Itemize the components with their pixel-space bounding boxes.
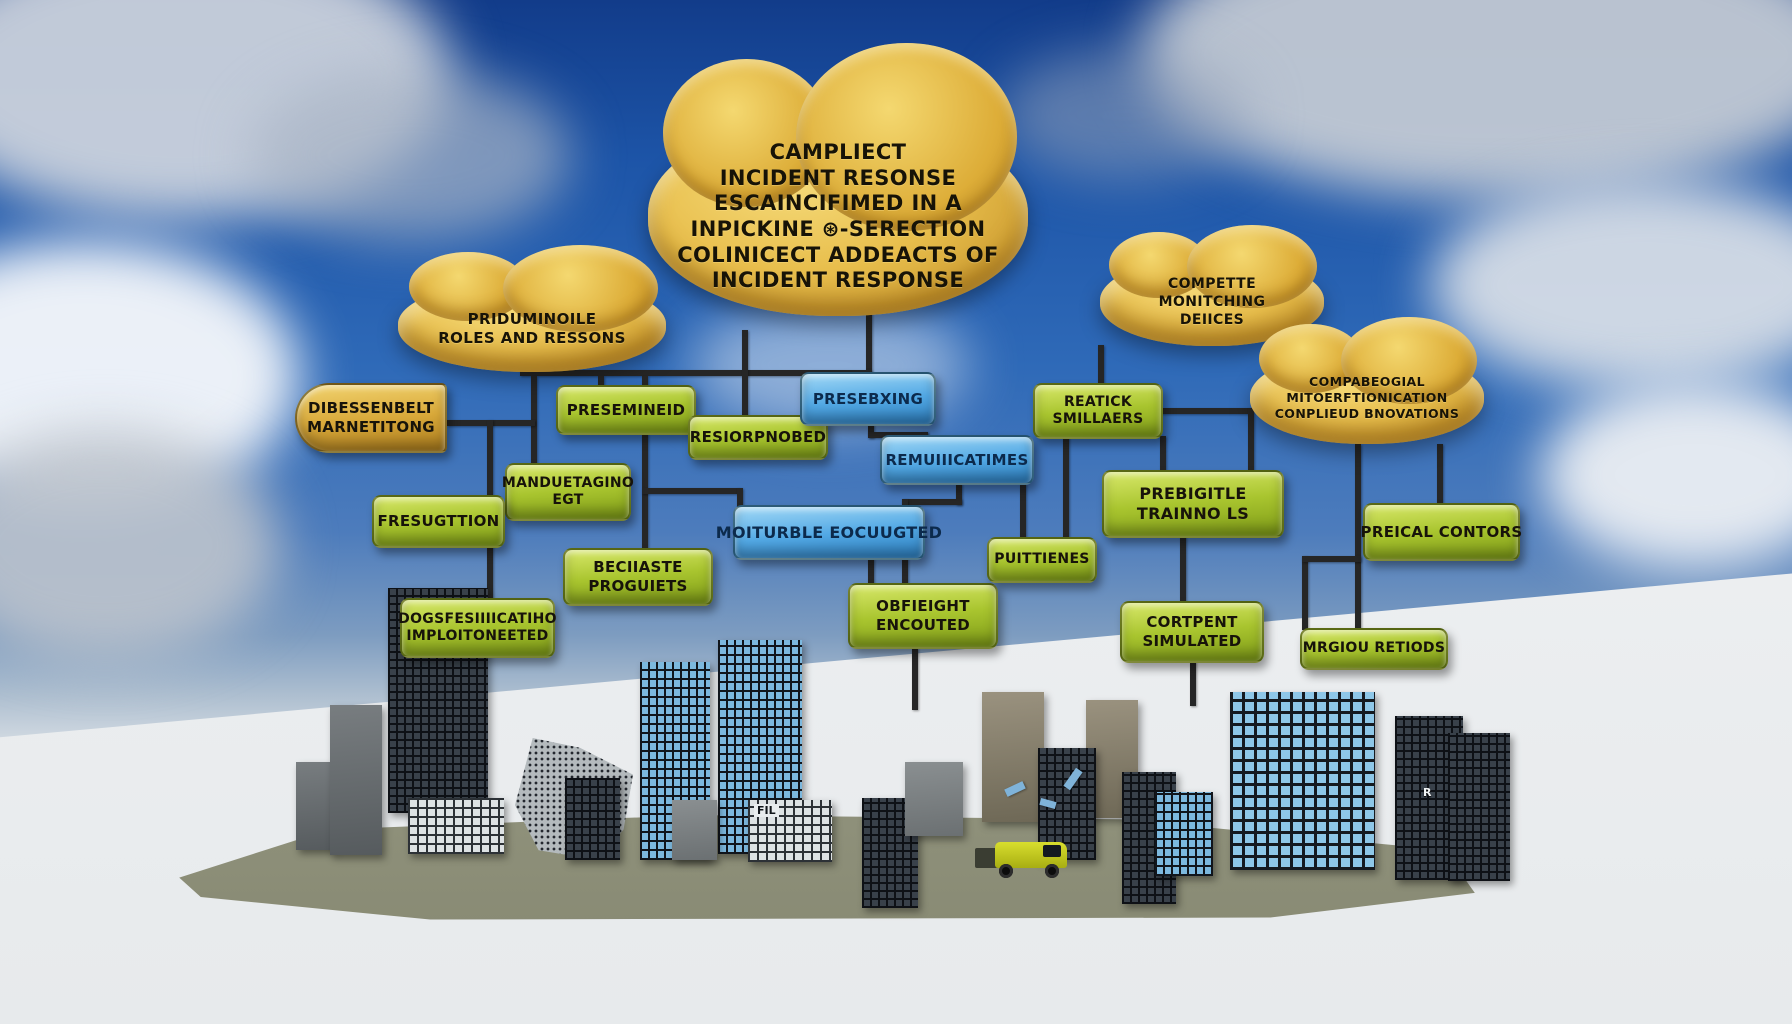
sky-cloud [1430,180,1792,390]
connector-line [1160,436,1166,472]
toy-truck [975,838,1070,880]
box-mrgiou: MRGIOU RETIODS [1300,628,1448,670]
building [905,762,963,836]
building: FIL [748,800,832,862]
truck-cab-window [1043,845,1061,857]
connector-line [742,330,748,418]
connector-line [1437,444,1443,504]
connector-line [520,370,872,376]
box-beciiaste: BECIIASTE PROGUIETS [563,548,713,606]
box-manduetagino: MANDUETAGINO EGT [502,463,634,521]
connector-line [1302,556,1308,630]
box-moiturble: MOITURBLE EOCUUGTED [716,505,942,560]
box-cortpent: CORTPENT SIMULATED [1120,601,1264,663]
connector-line [912,648,918,710]
cloud-communication-text: COMPABEOGIAL MITOERFTIONICATION CONPLIEU… [1274,373,1460,422]
connector-line [1020,483,1026,539]
connector-line [866,298,872,376]
truck-wheel [1045,864,1059,878]
sky-cloud [0,430,280,660]
connector-line [1190,661,1196,706]
cloud-monitoring-text: COMPETTE MONITCHING DEIICES [1158,275,1266,329]
box-preical: PREICAL CONTORS [1361,503,1522,561]
truck-wheel [999,864,1013,878]
connector-line [642,376,648,550]
building-sign-label: FIL [754,804,779,817]
building [1155,792,1213,876]
connector-line [1160,408,1252,414]
connector-line [1248,408,1254,472]
connector-line [642,488,740,494]
building [1448,733,1510,881]
box-remuiiicatimes: REMUIIICATIMES [880,435,1034,485]
cloud-main-text: CAMPLIECT INCIDENT RESONSE ESCAINCIFIMED… [677,140,999,293]
building [330,705,382,855]
box-dibessenbelt: DIBESSENBELT MARNETITONG [295,383,447,453]
box-presemineid: PRESEMINEID [556,385,696,435]
box-presebxing: PRESEBXING [800,372,936,426]
cloud-communication: COMPABEOGIAL MITOERFTIONICATION CONPLIEU… [1250,317,1484,444]
connector-line [1302,556,1361,562]
box-prebigitle: PREBIGITLE TRAINNO LS [1102,470,1284,538]
cloud-main: CAMPLIECT INCIDENT RESONSE ESCAINCIFIMED… [648,42,1028,316]
connector-line [1098,345,1104,387]
connector-line [868,424,874,438]
connector-line [1063,436,1069,540]
connector-line [956,483,962,505]
connector-line [1355,444,1361,630]
box-dogsfes: DOGSFESIIIICATIHO IMPLOITONEETED [398,598,557,658]
box-puittienes: PUITTIENES [987,537,1097,583]
connector-line [1180,535,1186,603]
sky-cloud [1000,50,1250,180]
box-fresugttion: FRESUGTTION [372,495,505,548]
building [672,800,717,860]
building [408,798,504,854]
sky-cloud [250,70,570,240]
cloud-roles-text: PRIDUMINOILE ROLES AND RESSONS [438,309,626,348]
connector-line [598,376,604,390]
building-sign-label: R [1423,786,1432,799]
connector-line [868,558,874,585]
sky-cloud [1540,380,1792,570]
building [982,692,1044,822]
building [565,778,620,860]
box-obfieight: OBFIEIGHT ENCOUTED [848,583,998,649]
box-reatick: REATICK SMILLAERS [1033,383,1163,439]
connector-line [737,488,743,508]
connector-line [902,499,962,505]
cloud-roles: PRIDUMINOILE ROLES AND RESSONS [398,245,666,372]
building [1230,692,1375,870]
building [296,762,334,850]
